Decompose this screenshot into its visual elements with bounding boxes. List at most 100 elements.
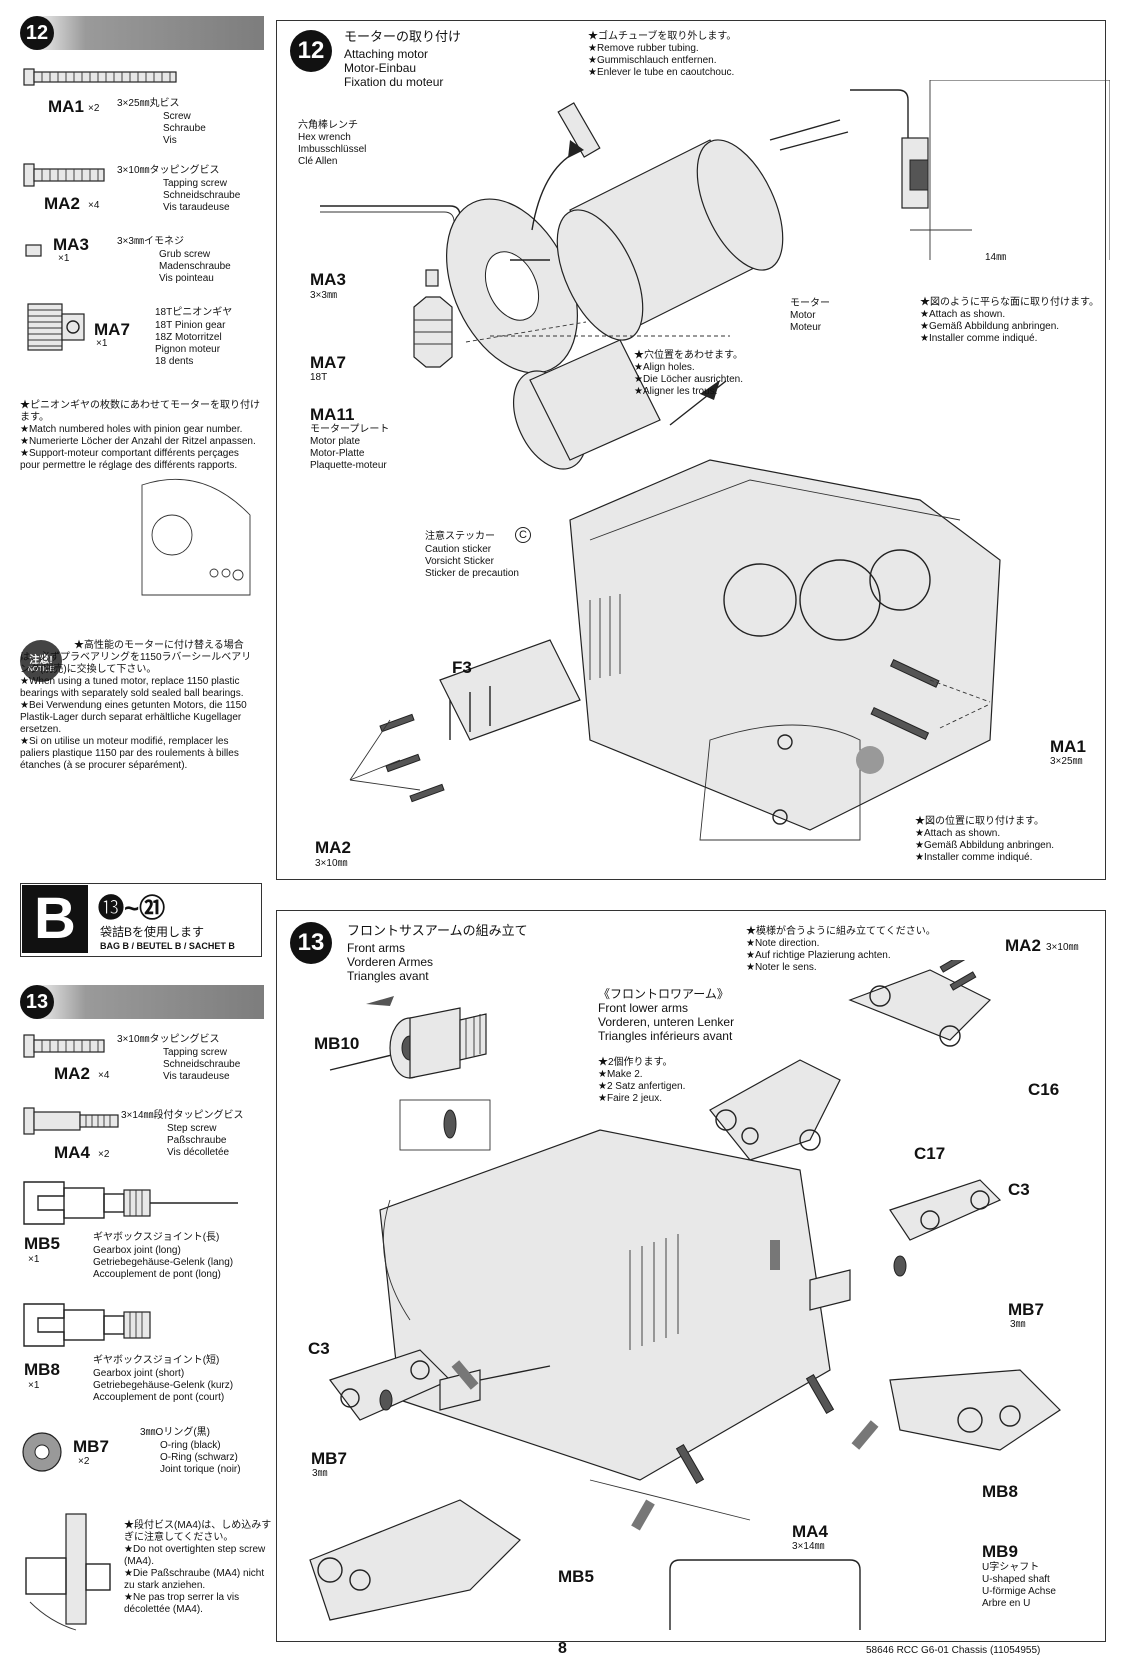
- ma3-desc: Grub screw Madenschraube Vis pointeau: [159, 249, 231, 284]
- tube-note: ★ゴムチューブを取り外します。 ★Remove rubber tubing. ★…: [588, 31, 737, 78]
- mb8-qty: ×1: [28, 1380, 40, 1391]
- bag-b-jp: 袋詰Bを使用します: [100, 925, 205, 939]
- front-arms-drawing: [309, 960, 1061, 1630]
- pinion-note: ★ピニオンギヤの枚数にあわせてモーターを取り付けます。 ★Match numbe…: [20, 400, 260, 471]
- mb9-label: MB9: [982, 1542, 1018, 1561]
- ma2-screw-icon: [23, 163, 105, 187]
- panel12-ma7-sub: 18T: [310, 372, 328, 383]
- mb9-desc: U字シャフト U-shaped shaft U-förmige Achse Ar…: [982, 1562, 1056, 1609]
- mb7-qty: ×2: [78, 1456, 90, 1467]
- ma7-code: MA7: [94, 320, 130, 339]
- ma2-jp-13: 3×10㎜タッピングビス: [117, 1034, 220, 1045]
- step13-badge: 13: [20, 985, 54, 1019]
- mb7-right-sub: 3㎜: [1010, 1319, 1026, 1330]
- bag-b-steps: ⓭~㉑: [98, 893, 166, 923]
- notice-text: ★高性能のモーターに付け替える場合は、必ずプラベアリングを1150ラバーシールベ…: [20, 640, 252, 771]
- mb7-jp: 3㎜Oリング(黒): [140, 1427, 210, 1438]
- ma3-qty: ×1: [58, 253, 70, 264]
- flat-surface-note: ★図のように平らな面に取り付けます。 ★Attach as shown. ★Ge…: [920, 297, 1099, 344]
- wrench-label: 六角棒レンチ Hex wrench Imbusschlüssel Clé All…: [298, 120, 367, 167]
- mb5-jp: ギヤボックスジョイント(長): [93, 1232, 220, 1243]
- step-screw-detail-sketch: [25, 1513, 111, 1631]
- mb7-right-label: MB7: [1008, 1300, 1044, 1319]
- panel13-ma2: MA2: [1005, 936, 1041, 955]
- panel12-ma1: MA1: [1050, 737, 1086, 756]
- motor-assembly-drawing: [320, 80, 1110, 841]
- step13-header-bar: [26, 985, 264, 1019]
- c3-left-label: C3: [308, 1339, 330, 1358]
- step12-badge: 12: [20, 16, 54, 50]
- ma2-code-13: MA2: [54, 1064, 90, 1083]
- mb5-code: MB5: [24, 1234, 60, 1253]
- mb5-qty: ×1: [28, 1254, 40, 1265]
- step12-header-bar: [26, 16, 264, 50]
- ma3-jp: 3×3㎜イモネジ: [117, 236, 184, 247]
- c3-right-label: C3: [1008, 1180, 1030, 1199]
- mb8-label: MB8: [982, 1482, 1018, 1501]
- panel12-badge: 12: [290, 30, 332, 72]
- manual-code: 58646 RCC G6-01 Chassis (11054955): [866, 1645, 1041, 1656]
- page-number: 8: [558, 1640, 567, 1657]
- ma1-screw-icon: [23, 68, 177, 86]
- ma7-pinion-icon: [27, 303, 85, 351]
- panel12-ma3-sub: 3×3㎜: [310, 290, 337, 301]
- align-holes-note: ★穴位置をあわせます。 ★Align holes. ★Die Löcher au…: [634, 350, 744, 397]
- mb7-oring-icon: [22, 1432, 62, 1472]
- motor-plate-sketch: [141, 478, 251, 596]
- mb5-joint-icon: [23, 1181, 238, 1225]
- bag-b-letter: B: [22, 885, 88, 953]
- mb7-desc: O-ring (black) O-Ring (schwarz) Joint to…: [160, 1440, 241, 1475]
- panel12-ma11: MA11: [310, 405, 355, 424]
- c17-label: C17: [914, 1144, 946, 1163]
- direction-note: ★模様が合うように組み立ててください。 ★Note direction. ★Au…: [746, 926, 936, 973]
- mb8-desc: Gearbox joint (short) Getriebegehäuse-Ge…: [93, 1368, 234, 1403]
- ma2-screw-icon-13: [23, 1034, 105, 1058]
- ma3-grub-screw-icon: [25, 244, 42, 257]
- step13-panel: [276, 910, 1106, 1642]
- mb7-left-sub: 3㎜: [312, 1468, 328, 1479]
- ma1-qty: ×2: [88, 103, 100, 114]
- make-two-note: ★2個作ります。 ★Make 2. ★2 Satz anfertigen. ★F…: [598, 1057, 686, 1104]
- c16-label: C16: [1028, 1080, 1060, 1099]
- panel12-title: Attaching motor Motor-Einbau Fixation du…: [344, 47, 444, 89]
- ma2-code: MA2: [44, 194, 80, 213]
- ma4-desc: Step screw Paßschraube Vis décolletée: [167, 1123, 230, 1158]
- lower-arms-label: 《フロントロワアーム》 Front lower arms Vorderen, u…: [598, 987, 735, 1043]
- panel12-ma11-desc: モータープレート Motor plate Motor-Platte Plaque…: [310, 424, 390, 471]
- motor-label: モーター Motor Moteur: [790, 298, 830, 333]
- panel13-title-jp: フロントサスアームの組み立て: [347, 923, 528, 938]
- ma3-code: MA3: [53, 235, 89, 254]
- ma1-code: MA1: [48, 97, 84, 116]
- ma7-jp: 18Tピニオンギヤ: [155, 307, 233, 318]
- ma2-desc-13: Tapping screw Schneidschraube Vis taraud…: [163, 1047, 241, 1082]
- ma2-qty: ×4: [88, 200, 100, 211]
- ma1-desc: Screw Schraube Vis: [163, 111, 206, 146]
- mb5-desc: Gearbox joint (long) Getriebegehäuse-Gel…: [93, 1245, 234, 1280]
- ma4-qty: ×2: [98, 1149, 110, 1160]
- ma2-desc: Tapping screw Schneidschraube Vis taraud…: [163, 178, 241, 213]
- step-screw-note: ★段付ビス(MA4)は、しめ込みすぎに注意してください。 ★Do not ove…: [124, 1520, 272, 1615]
- mb10-label: MB10: [314, 1034, 360, 1053]
- mb8-joint-icon: [23, 1303, 151, 1347]
- sticker-jp: 注意ステッカー: [425, 531, 495, 542]
- dim-14mm: 14㎜: [985, 252, 1007, 263]
- panel12-title-jp: モーターの取り付け: [344, 29, 462, 44]
- attach-position-note: ★図の位置に取り付けます。 ★Attach as shown. ★Gemäß A…: [915, 816, 1055, 863]
- panel12-ma2: MA2: [315, 838, 351, 857]
- bag-b-en: BAG B / BEUTEL B / SACHET B: [100, 941, 235, 951]
- ma4-code: MA4: [54, 1143, 90, 1162]
- ma2-jp: 3×10㎜タッピングビス: [117, 165, 220, 176]
- ma2-qty-13: ×4: [98, 1070, 110, 1081]
- panel12-ma2-sub: 3×10㎜: [315, 858, 348, 869]
- ma4-step-screw-icon: [23, 1107, 119, 1135]
- mb8-jp: ギヤボックスジョイント(短): [93, 1355, 220, 1366]
- panel12-ma1-sub: 3×25㎜: [1050, 756, 1083, 767]
- step12-panel: [276, 20, 1106, 880]
- notice-badge: 注意! NOTICE: [20, 640, 62, 682]
- sticker-code: C: [515, 527, 531, 543]
- panel12-ma7: MA7: [310, 353, 346, 372]
- mb8-code: MB8: [24, 1360, 60, 1379]
- bag-b-box: [20, 883, 262, 957]
- mb5-label: MB5: [558, 1567, 594, 1586]
- panel12-ma3: MA3: [310, 270, 346, 289]
